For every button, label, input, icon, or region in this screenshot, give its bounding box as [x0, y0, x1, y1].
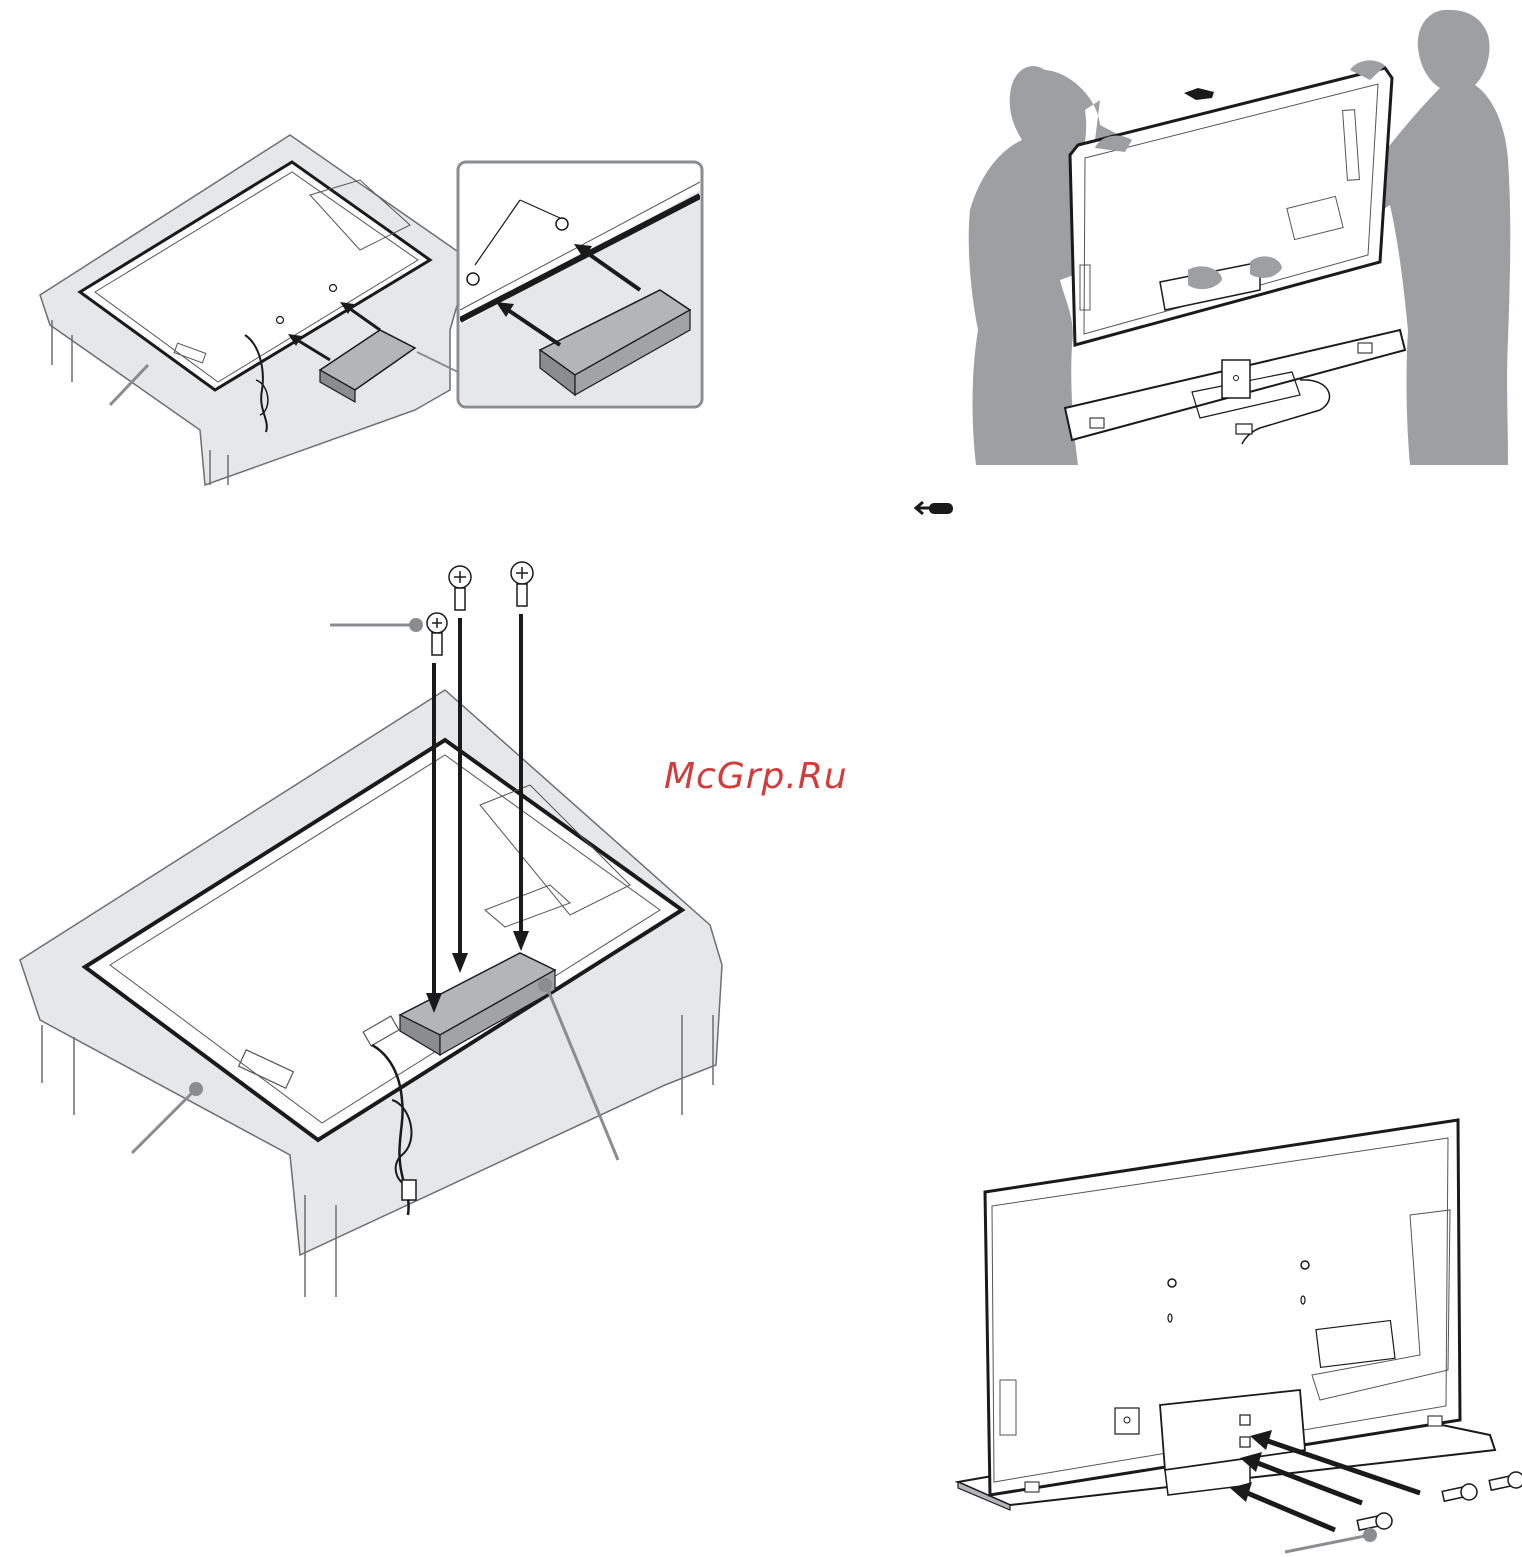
- direction-marker-key: [912, 498, 956, 518]
- screw-2: [449, 566, 471, 610]
- callout-line-screw: [1285, 1535, 1370, 1552]
- figure-4-drawing: [950, 1110, 1522, 1557]
- figure-screw-stand-neck: [10, 555, 750, 1305]
- screw-c: [1357, 1513, 1392, 1530]
- watermark-text: McGrp.Ru: [664, 756, 874, 806]
- figure-1-drawing: [30, 120, 730, 500]
- screw-1: [427, 613, 447, 655]
- screen-side-arrow-icon: [1184, 88, 1214, 100]
- screw-b: [1442, 1484, 1477, 1501]
- tv-lifted: [1070, 68, 1392, 345]
- figure-3-drawing: [10, 555, 750, 1305]
- figure-attach-stand-neck: [30, 120, 730, 500]
- screen-side-arrow-icon: [912, 498, 956, 518]
- figure-lift-tv-onto-base: [960, 0, 1522, 470]
- screw-a: [1489, 1472, 1522, 1490]
- screw-3: [511, 562, 533, 606]
- figure-2-drawing: [960, 0, 1522, 470]
- figure-secure-base-screws: [950, 1110, 1522, 1557]
- callout-line-cloth: [132, 1090, 195, 1153]
